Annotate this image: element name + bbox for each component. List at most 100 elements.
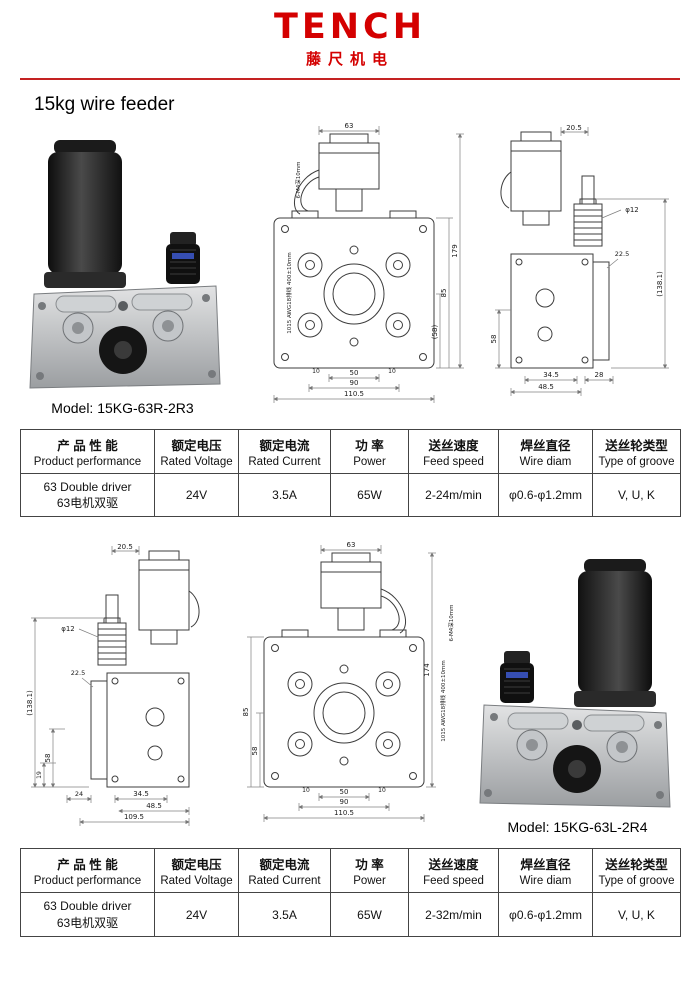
page-title: 15kg wire feeder xyxy=(34,94,175,115)
front-view-geometry xyxy=(263,552,425,788)
dim-label: 63 xyxy=(345,122,354,130)
dimension-labels: 63 179 85 (58) 10 10 50 90 110.5 6-M4深10… xyxy=(285,122,459,398)
dim-label: 174 xyxy=(423,663,431,677)
cell-feed-speed: 2-32m/min xyxy=(408,892,499,937)
cell-wire-diam: φ0.6-φ1.2mm xyxy=(498,472,593,518)
cell-groove: V, U, K xyxy=(592,472,681,518)
wire-feeder-photo-r xyxy=(29,140,221,389)
header-en: Product performance xyxy=(33,456,142,468)
brand-header: TENCH 藤尺机电 xyxy=(20,10,680,80)
dim-label: 179 xyxy=(451,244,459,257)
front-view-l-svg: 63 174 85 58 10 10 50 90 110.5 6-M4深10mm… xyxy=(242,541,455,823)
dim-label: φ12 xyxy=(61,625,75,633)
header-en: Power xyxy=(353,456,386,468)
cell-product: 63 Double driver 63电机双驱 xyxy=(20,892,155,937)
product-name-en: 63 Double driver xyxy=(43,480,132,494)
front-view-geometry xyxy=(273,133,435,369)
front-view-r-svg: 63 179 85 (58) 10 10 50 90 110.5 6-M4深10… xyxy=(273,122,464,403)
dimension-lines xyxy=(495,127,669,396)
header-en: Wire diam xyxy=(519,456,572,468)
dim-label: (138.1) xyxy=(656,271,664,297)
figure-row-model-r: Model: 15KG-63R-2R3 xyxy=(20,122,680,419)
header-zh: 额定电流 xyxy=(259,858,310,873)
wire-note: 1015 AWG18排线 400±10mm xyxy=(439,661,447,742)
side-view-geometry xyxy=(500,131,610,369)
header-en: Wire diam xyxy=(519,875,572,888)
col-rated-current: 额定电流 Rated Current xyxy=(238,429,331,474)
header-en: Product performance xyxy=(33,875,142,888)
feeder-body-photo-shape xyxy=(29,285,221,389)
product-photo-block-l: Model: 15KG-63L-2R4 xyxy=(475,555,680,835)
drawing-front-view-r: 63 179 85 (58) 10 10 50 90 110.5 6-M4深10… xyxy=(244,122,466,419)
dim-label: 109.5 xyxy=(124,813,144,821)
motor-photo-shape xyxy=(574,559,656,708)
cell-wire-diam: φ0.6-φ1.2mm xyxy=(498,892,593,937)
dim-label: 10 xyxy=(302,787,310,794)
col-wire-diam: 焊丝直径 Wire diam xyxy=(498,848,593,894)
spec-table-l: 产 品 性 能 Product performance 额定电压 Rated V… xyxy=(20,848,681,937)
dim-label: (138.1) xyxy=(26,690,34,716)
dim-label: 58 xyxy=(44,754,52,763)
header-en: Feed speed xyxy=(423,456,484,468)
dim-label: 110.5 xyxy=(344,390,364,398)
col-rated-voltage: 额定电压 Rated Voltage xyxy=(154,429,239,474)
cell-power: 65W xyxy=(330,472,409,518)
cell-voltage: 24V xyxy=(154,892,239,937)
header-zh: 功 率 xyxy=(355,858,384,873)
dim-label: 10 xyxy=(378,787,386,794)
side-view-geometry xyxy=(90,550,200,788)
header-en: Rated Voltage xyxy=(160,456,233,468)
product-name-zh: 63电机双驱 xyxy=(56,915,119,930)
dim-label: 90 xyxy=(340,798,349,806)
cell-current: 3.5A xyxy=(238,892,331,937)
header-zh: 送丝轮类型 xyxy=(605,858,668,873)
header-zh: 产 品 性 能 xyxy=(57,439,118,453)
dim-label: 48.5 xyxy=(538,383,554,391)
header-en: Type of groove xyxy=(598,456,675,468)
col-wire-diam: 焊丝直径 Wire diam xyxy=(498,429,593,474)
dim-label: 58 xyxy=(490,335,498,344)
dim-label: 24 xyxy=(75,790,83,798)
dim-label: φ12 xyxy=(625,206,639,214)
dimension-labels: 20.5 φ12 (138.1) 22.5 58 34.5 48.5 28 xyxy=(490,124,664,391)
header-en: Rated Current xyxy=(248,456,321,468)
col-rated-voltage: 额定电压 Rated Voltage xyxy=(154,848,239,894)
brand-logo-subtitle: 藤尺机电 xyxy=(305,51,394,68)
thread-note: 6-M4深10mm xyxy=(447,605,455,642)
cell-voltage: 24V xyxy=(154,472,239,518)
dim-label: 85 xyxy=(242,708,250,717)
dimension-labels: 63 174 85 58 10 10 50 90 110.5 6-M4深10mm… xyxy=(242,541,455,817)
tension-knob-photo-shape xyxy=(166,232,200,284)
header-en: Feed speed xyxy=(423,875,484,888)
dim-label: 34.5 xyxy=(543,371,559,379)
dim-label: 22.5 xyxy=(615,250,629,258)
dim-label: 90 xyxy=(350,379,359,387)
col-groove-type: 送丝轮类型 Type of groove xyxy=(592,848,681,894)
dim-label: 28 xyxy=(595,371,604,379)
drawing-side-view-r: 20.5 φ12 (138.1) 22.5 58 34.5 48.5 28 xyxy=(485,122,680,419)
header-zh: 送丝速度 xyxy=(428,439,479,453)
header-zh: 功 率 xyxy=(355,439,384,453)
dim-label: 85 xyxy=(440,289,448,298)
motor-photo-shape xyxy=(44,140,126,288)
dimension-lines xyxy=(273,126,464,403)
header-en: Type of groove xyxy=(598,875,675,888)
dim-label: 110.5 xyxy=(334,809,354,817)
brand-logo: TENCH 藤尺机电 xyxy=(20,10,680,69)
dim-label: 20.5 xyxy=(117,543,133,551)
wire-note: 1015 AWG18排线 400±10mm xyxy=(285,252,293,333)
figure-row-model-l: 20.5 φ12 (138.1) 22.5 58 19 24 34.5 48.5… xyxy=(20,541,680,838)
header-zh: 额定电压 xyxy=(171,439,222,453)
dim-label: 58 xyxy=(251,747,259,756)
col-rated-current: 额定电流 Rated Current xyxy=(238,848,331,894)
dimension-labels: 20.5 φ12 (138.1) 22.5 58 19 24 34.5 48.5… xyxy=(26,543,162,821)
header-en: Rated Current xyxy=(248,875,321,888)
header-en: Power xyxy=(353,875,386,888)
dimension-lines xyxy=(31,546,190,827)
col-power: 功 率 Power xyxy=(330,429,409,474)
spec-data-row: 63 Double driver 63电机双驱 24V 3.5A 65W 2-2… xyxy=(20,472,681,518)
header-zh: 额定电压 xyxy=(171,858,222,873)
header-zh: 额定电流 xyxy=(259,439,310,453)
col-product-performance: 产 品 性 能 Product performance xyxy=(20,848,155,894)
